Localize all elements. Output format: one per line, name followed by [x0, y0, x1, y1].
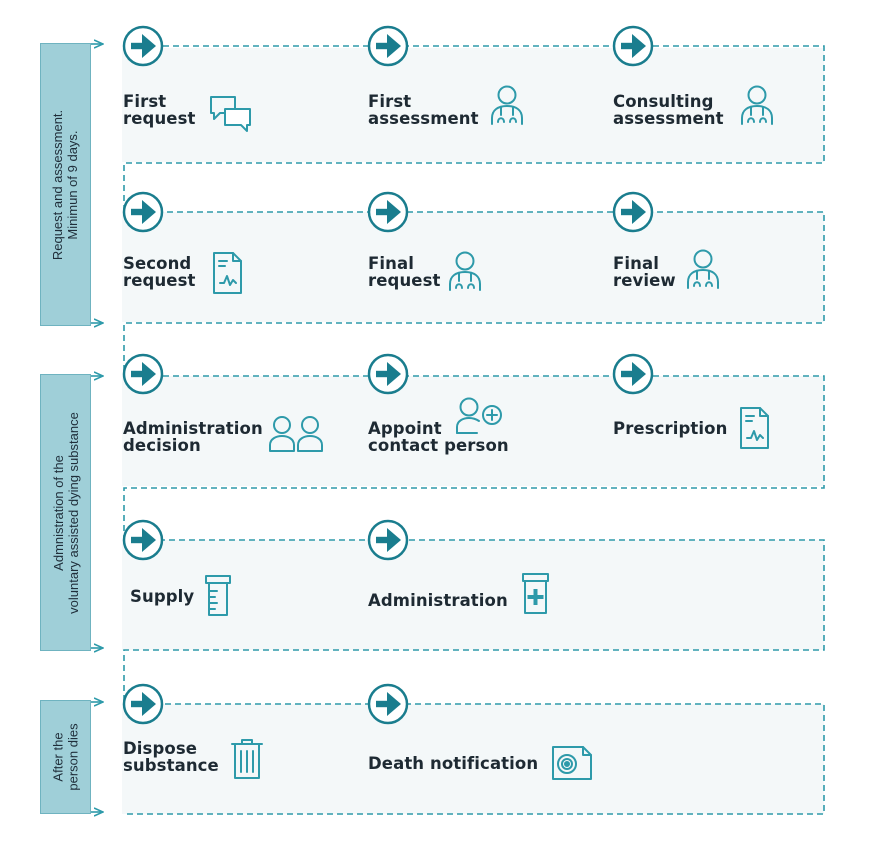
document-icon — [213, 252, 242, 294]
step-marker-second-request — [122, 191, 164, 233]
chat-bubbles-icon — [210, 96, 251, 132]
doctor-icon — [687, 249, 719, 289]
phase-request-assessment: Request and assessment. Minimun of 9 day… — [40, 43, 91, 326]
step-marker-administration-decision — [122, 353, 164, 395]
step-label-dispose-substance: Dispose substance — [123, 739, 219, 775]
step-marker-first-assessment — [367, 25, 409, 67]
medicine-bottle-icon — [205, 575, 231, 616]
row-band-4 — [122, 540, 824, 650]
step-marker-supply — [122, 519, 164, 561]
step-marker-final-request — [367, 191, 409, 233]
step-marker-final-review — [612, 191, 654, 233]
doctor-icon — [741, 85, 773, 125]
step-marker-first-request — [122, 25, 164, 67]
step-label-consulting-assessment: Consulting assessment — [613, 92, 724, 128]
row-band-1 — [122, 48, 824, 162]
step-marker-prescription — [612, 353, 654, 395]
trash-bin-icon — [231, 739, 263, 779]
row-band-3 — [122, 376, 824, 486]
doctor-icon — [491, 85, 523, 125]
flow-path — [123, 45, 825, 815]
step-label-final-review: Final review — [613, 254, 676, 290]
step-label-appoint-contact-person: Appoint contact person — [368, 419, 509, 455]
step-label-death-notification: Death notification — [368, 754, 539, 773]
step-label-administration-decision: Administration decision — [123, 419, 263, 455]
step-label-first-request: First request — [123, 92, 196, 128]
doctor-icon — [449, 251, 481, 291]
phase-administration: Admnistration of the voluntary assisted … — [40, 374, 91, 651]
step-marker-consulting-assessment — [612, 25, 654, 67]
step-label-second-request: Second request — [123, 254, 196, 290]
step-label-final-request: Final request — [368, 254, 441, 290]
phase-after-death: After the person dies — [40, 700, 91, 814]
medicine-bottle-plus-icon — [522, 573, 549, 614]
certificate-icon — [552, 746, 592, 780]
row-band-5 — [122, 704, 824, 814]
step-label-administration: Administration — [368, 591, 508, 610]
step-marker-dispose-substance — [122, 683, 164, 725]
add-person-icon — [456, 397, 502, 434]
step-label-prescription: Prescription — [613, 419, 728, 438]
document-icon — [740, 407, 769, 449]
two-people-icon — [269, 416, 323, 452]
step-marker-death-notification — [367, 683, 409, 725]
step-marker-administration — [367, 519, 409, 561]
step-label-supply: Supply — [130, 587, 195, 606]
step-marker-appoint-contact-person — [367, 353, 409, 395]
step-label-first-assessment: First assessment — [368, 92, 479, 128]
